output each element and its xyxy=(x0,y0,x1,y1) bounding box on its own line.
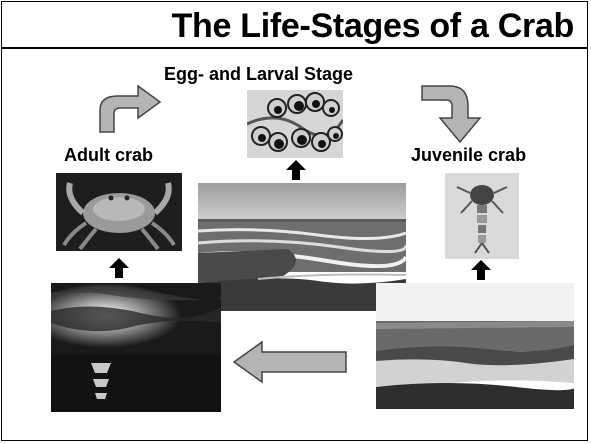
adult-crab-label: Adult crab xyxy=(64,145,153,166)
up-arrow-icon xyxy=(470,259,492,281)
slide-title: The Life-Stages of a Crab xyxy=(172,7,574,46)
sunset-photo xyxy=(51,283,221,412)
up-arrow-icon xyxy=(285,159,307,181)
beach-photo xyxy=(198,183,406,311)
egg-larva-photo xyxy=(247,90,343,158)
left-arrow-icon xyxy=(232,340,348,384)
title-bar: The Life-Stages of a Crab xyxy=(1,1,588,49)
juvenile-crab-label: Juvenile crab xyxy=(411,145,526,166)
juvenile-crab-photo xyxy=(445,173,519,259)
adult-crab-photo xyxy=(56,173,182,251)
curved-arrow-down-icon xyxy=(420,84,486,144)
egg-larval-stage-label: Egg- and Larval Stage xyxy=(164,64,353,85)
up-arrow-icon xyxy=(108,257,130,279)
marsh-photo xyxy=(376,283,574,409)
curved-arrow-right-icon xyxy=(96,84,164,134)
